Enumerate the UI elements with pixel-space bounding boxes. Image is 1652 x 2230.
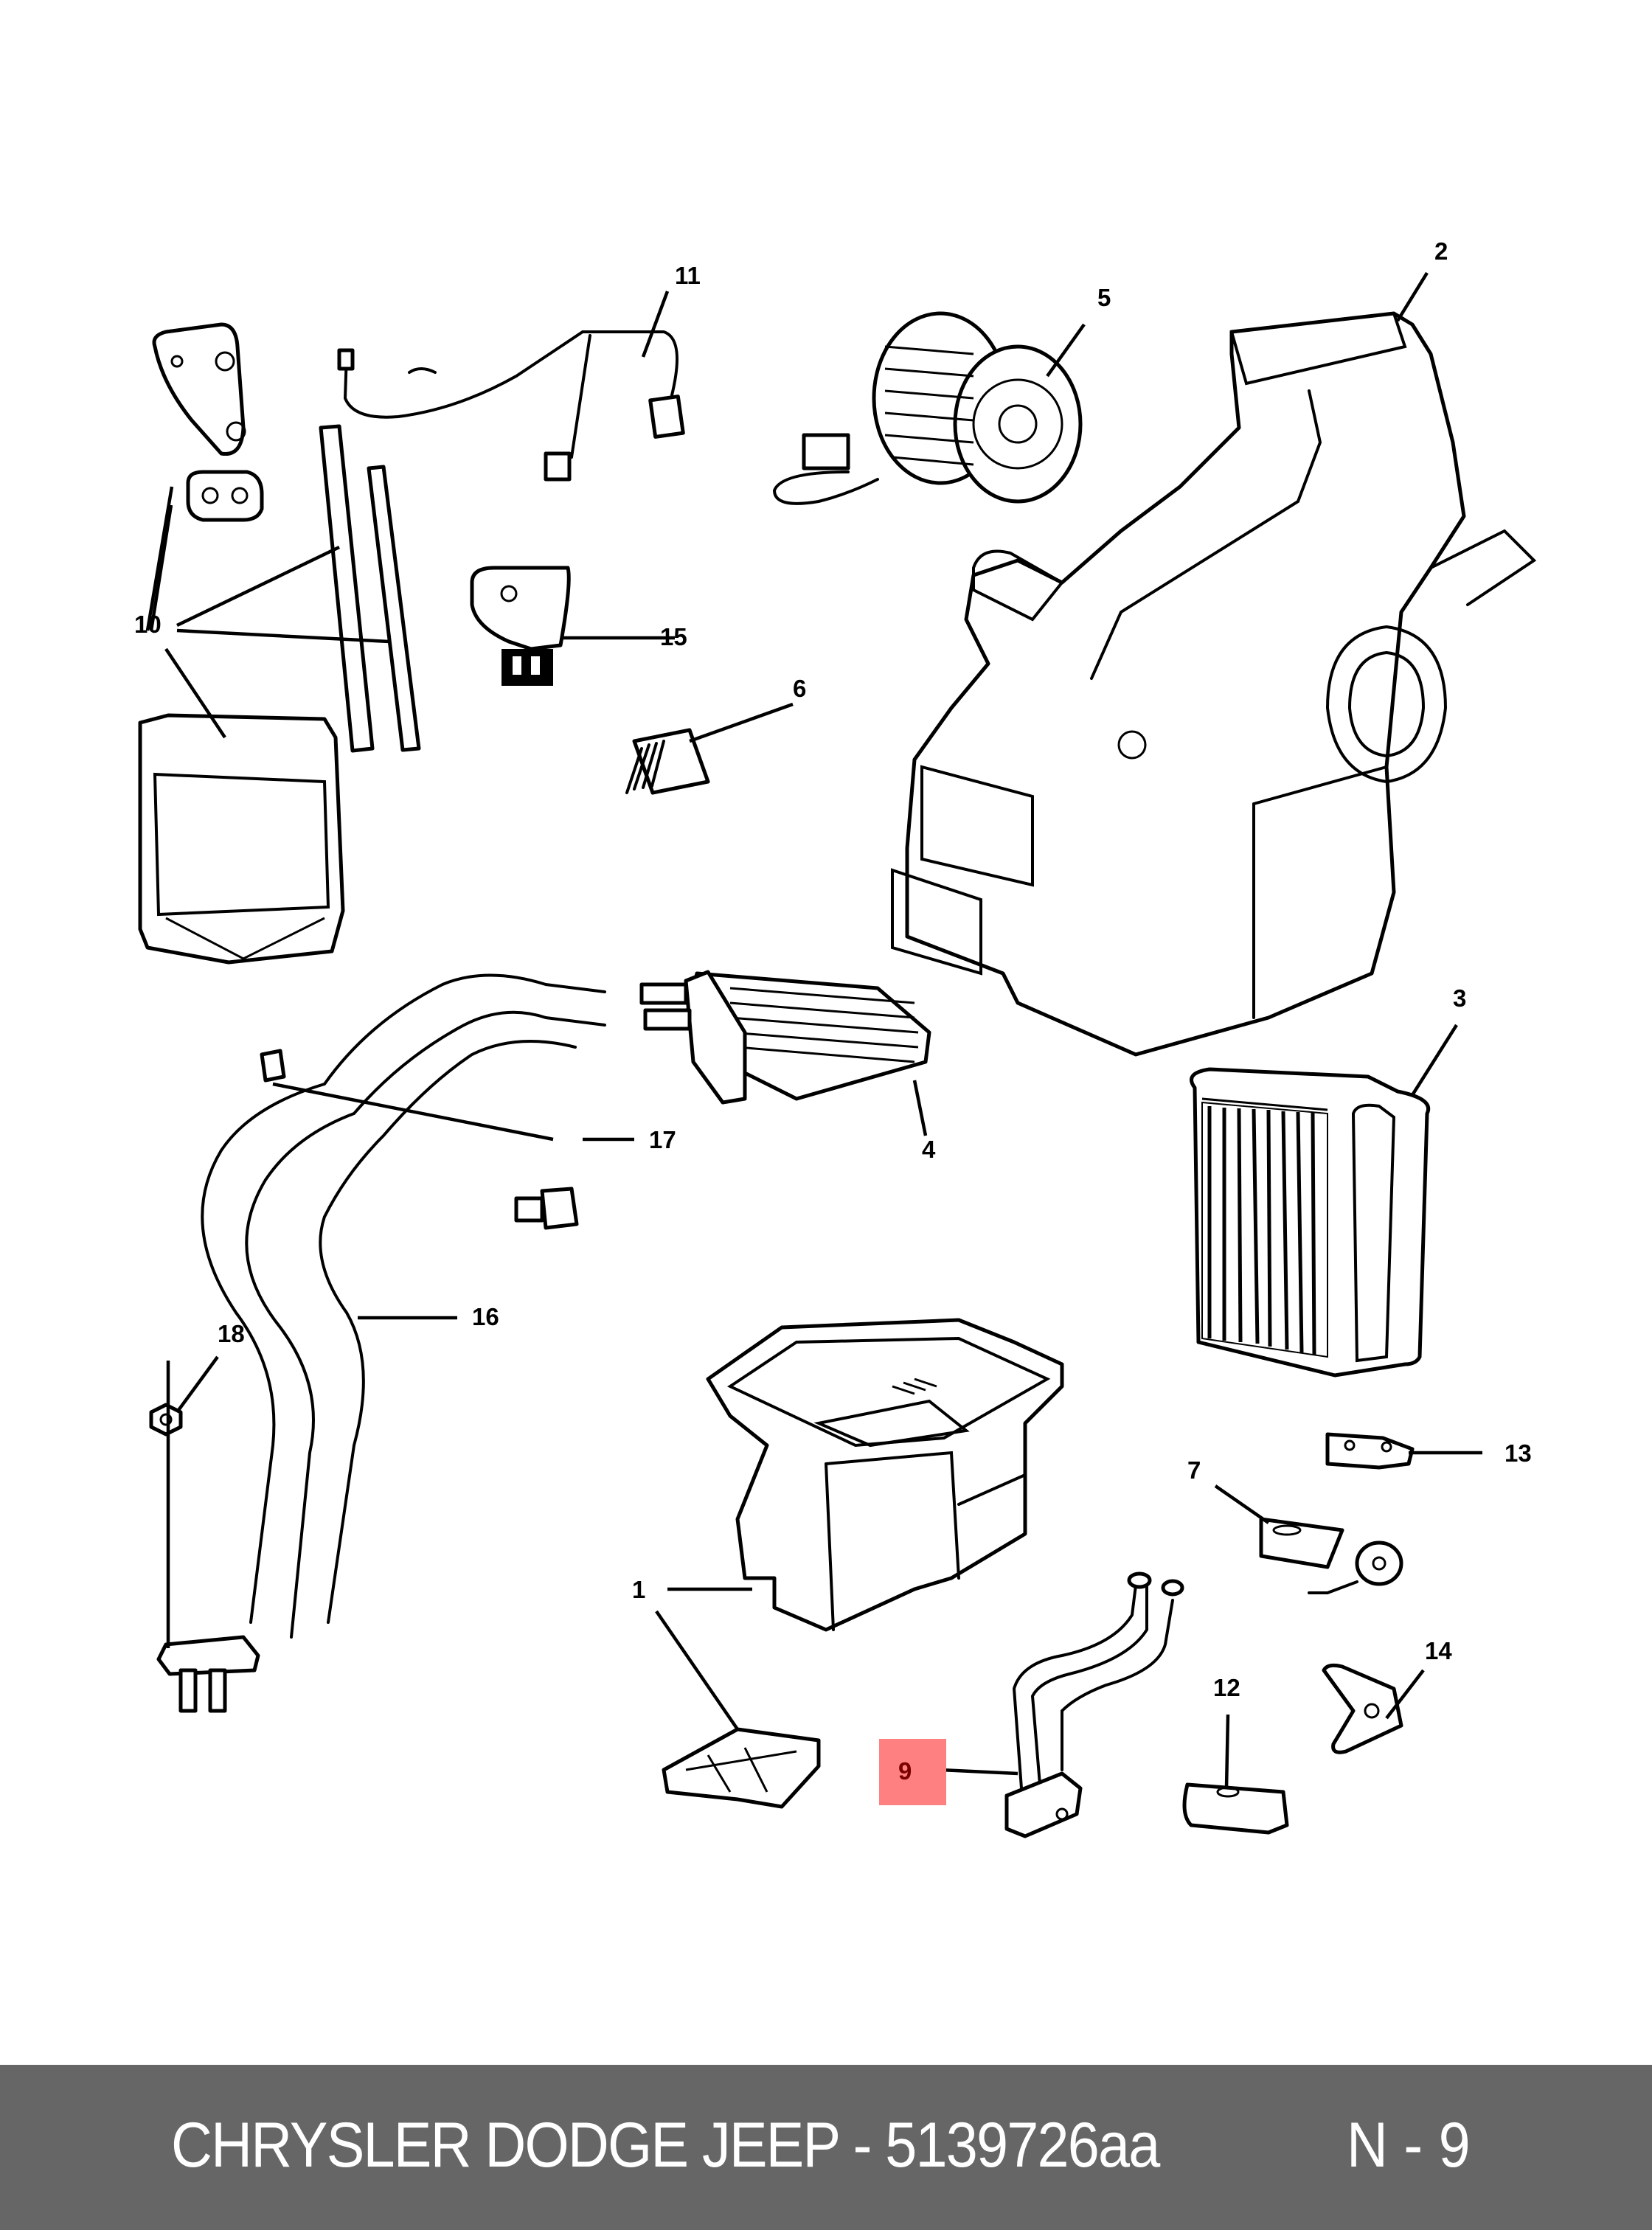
callout-9: 9 bbox=[898, 1757, 912, 1785]
part-number-title: CHRYSLER DODGE JEEP - 5139726aa bbox=[171, 2110, 1160, 2181]
callout-1: 1 bbox=[632, 1576, 645, 1603]
part-13-seal-plate bbox=[1325, 1432, 1415, 1470]
callout-5: 5 bbox=[1097, 284, 1111, 311]
callout-17: 17 bbox=[649, 1126, 676, 1153]
callout-3: 3 bbox=[1453, 984, 1466, 1012]
callout-12: 12 bbox=[1213, 1674, 1240, 1701]
part-17-bolt bbox=[514, 1187, 579, 1230]
callout-13: 13 bbox=[1504, 1439, 1532, 1467]
callout-14: 14 bbox=[1425, 1637, 1452, 1664]
callout-6: 6 bbox=[793, 675, 806, 702]
part-7-expansion-valve bbox=[1259, 1517, 1403, 1594]
part-3-evaporator bbox=[1190, 1067, 1430, 1378]
part-16-heater-hoses bbox=[156, 973, 606, 1713]
part-12-seal-block bbox=[1182, 1782, 1289, 1835]
part-4-heater-core bbox=[639, 970, 931, 1105]
part-15-actuator bbox=[470, 566, 571, 686]
leader-lines bbox=[145, 271, 1482, 1789]
part-2-hvac-housing bbox=[891, 311, 1537, 1057]
callout-2: 2 bbox=[1434, 237, 1448, 265]
part-6-resistor bbox=[625, 728, 710, 795]
footer-bar: CHRYSLER DODGE JEEP - 5139726aa N - 9 bbox=[0, 2065, 1652, 2230]
callout-18: 18 bbox=[218, 1320, 245, 1347]
callout-11: 11 bbox=[675, 262, 701, 289]
part-9-ac-line bbox=[1004, 1571, 1184, 1838]
callout-16: 16 bbox=[472, 1303, 499, 1330]
part-18-nut bbox=[149, 1403, 183, 1437]
diagram-reference: N - 9 bbox=[1347, 2110, 1471, 2181]
callout-15: 15 bbox=[660, 623, 687, 650]
part-11-wire-harness bbox=[337, 330, 685, 482]
highlight-box-9 bbox=[879, 1739, 946, 1805]
callouts: 11 5 2 3 4 6 15 10 17 16 18 1 7 13 14 12… bbox=[134, 237, 1532, 1805]
part-10-seals bbox=[138, 322, 421, 965]
callout-4: 4 bbox=[922, 1136, 936, 1163]
callout-7: 7 bbox=[1187, 1456, 1201, 1484]
parts-diagram: 11 5 2 3 4 6 15 10 17 16 18 1 7 13 14 12… bbox=[134, 237, 1537, 1838]
part-1-distribution-housing bbox=[662, 1318, 1064, 1809]
part-14-bracket bbox=[1322, 1663, 1403, 1754]
part-5-blower-motor bbox=[772, 311, 1083, 505]
callout-10: 10 bbox=[134, 611, 162, 638]
